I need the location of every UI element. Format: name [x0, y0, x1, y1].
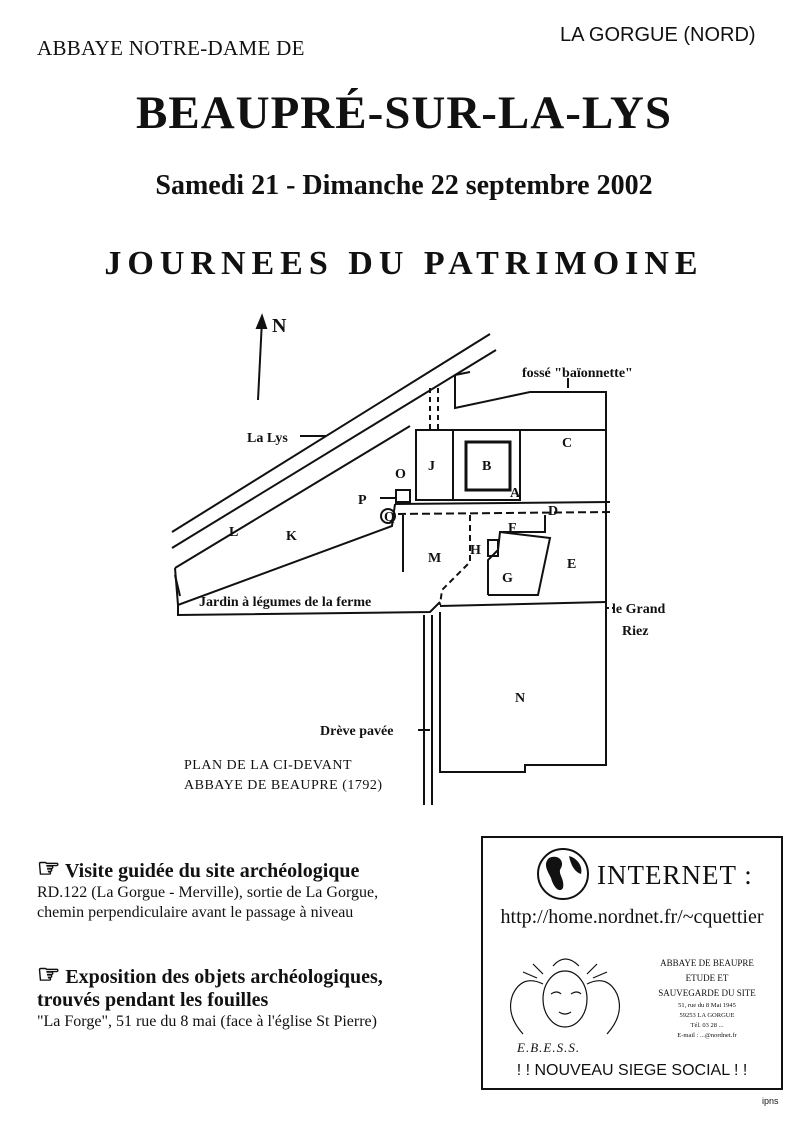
- grand-riez-label-2: Riez: [622, 624, 648, 639]
- road-d-upper: [394, 501, 611, 505]
- zone-g-outline: [488, 531, 552, 596]
- zone-b-cloister: [464, 440, 512, 492]
- river-bank-lower: [174, 425, 411, 569]
- guided-tour-title: Visite guidée du site archéologique: [64, 860, 360, 882]
- plan-caption-line-1: PLAN DE LA CI-DEVANT: [184, 758, 353, 773]
- zone-label-h: H: [470, 543, 481, 558]
- guided-tour-line-1: RD.122 (La Gorgue - Merville), sortie de…: [37, 884, 379, 901]
- zone-label-n: N: [515, 691, 525, 706]
- road-d-lower: [397, 511, 611, 515]
- zone-label-p: P: [358, 493, 367, 508]
- association-line-3: SAUVEGARDE DU SITE: [658, 988, 756, 998]
- zone-o-structure: [395, 489, 411, 503]
- zone-label-m: M: [428, 551, 441, 566]
- exhibition-title-1: Exposition des objets archéologiques,: [65, 966, 383, 988]
- zone-label-c: C: [562, 436, 572, 451]
- association-logo-drawing: [510, 958, 620, 1035]
- exhibition-section: ☞ Exposition des objets archéologiques, …: [37, 962, 457, 1032]
- page-title: BEAUPRÉ-SUR-LA-LYS: [136, 87, 672, 139]
- association-address-2: 59253 LA GORGUE: [679, 1012, 735, 1019]
- ipns-mark: ipns: [762, 1096, 779, 1106]
- dreve-label: Drève pavée: [320, 724, 393, 739]
- association-name: ABBAYE DE BEAUPRE: [660, 958, 754, 968]
- plan-caption: PLAN DE LA CI-DEVANT ABBAYE DE BEAUPRE (…: [184, 756, 383, 796]
- zone-label-o: O: [395, 467, 406, 482]
- zone-label-j: J: [428, 459, 435, 474]
- exhibition-address: "La Forge", 51 rue du 8 mai (face à l'ég…: [37, 1013, 377, 1030]
- zone-n-enclosure: [439, 508, 607, 773]
- fosse-notch: [454, 371, 471, 376]
- north-arrow-line: [257, 319, 263, 401]
- vegetable-garden-strip: [177, 601, 441, 617]
- new-headquarters-notice: ! ! NOUVEAU SIEGE SOCIAL ! !: [516, 1062, 748, 1079]
- north-label: N: [272, 315, 287, 337]
- zone-label-d: D: [548, 504, 558, 519]
- zone-h-structure: [487, 539, 499, 557]
- guided-tour-section: ☞ Visite guidée du site archéologique RD…: [37, 856, 457, 923]
- location-label: LA GORGUE (NORD): [560, 24, 756, 46]
- association-info: ABBAYE DE BEAUPRE ETUDE ET SAUVEGARDE DU…: [637, 956, 777, 1041]
- website-url[interactable]: http://home.nordnet.fr/~cquettier: [500, 906, 764, 928]
- pointing-hand-icon: ☞: [37, 854, 61, 883]
- north-arrow-head: [255, 313, 268, 329]
- event-dates: Samedi 21 - Dimanche 22 septembre 2002: [155, 170, 653, 201]
- zone-label-g: G: [502, 571, 513, 586]
- exhibition-title-2: trouvés pendant les fouilles: [37, 989, 269, 1011]
- zone-label-q: Q: [384, 510, 395, 525]
- association-line-2: ETUDE ET: [685, 973, 729, 983]
- abbey-name-line: ABBAYE NOTRE-DAME DE: [37, 36, 305, 60]
- zone-j-building: [415, 429, 454, 501]
- river-bank-inner: [171, 349, 497, 549]
- exhibition-heading: ☞ Exposition des objets archéologiques,: [37, 962, 457, 989]
- zone-b-enclosure: [453, 429, 521, 501]
- association-email: E-mail : ...@nordnet.fr: [677, 1032, 737, 1039]
- jardin-label: Jardin à légumes de la ferme: [199, 595, 371, 610]
- event-name: JOURNEES DU PATRIMOINE: [104, 245, 704, 282]
- garden-boundary: [174, 503, 396, 607]
- association-initials: E.B.E.S.S.: [517, 1040, 581, 1055]
- fosse-label: fossé "baïonnette": [522, 366, 633, 381]
- zone-label-k: K: [286, 529, 297, 544]
- guided-tour-heading: ☞ Visite guidée du site archéologique: [37, 856, 457, 883]
- zone-q-well: [380, 508, 396, 524]
- zone-label-l: L: [229, 525, 238, 540]
- zone-label-f: F: [508, 521, 517, 536]
- river-bank-outer: [171, 333, 491, 533]
- association-address-1: 51, rue du 8 Mai 1945: [678, 1002, 736, 1009]
- grand-riez-label-1: le Grand: [612, 602, 665, 617]
- abbey-plan-map: N fossé "baïonnette" La Lys Jardin à lég…: [171, 313, 665, 805]
- zone-e-lower-boundary: [439, 601, 607, 607]
- globe-icon: [537, 848, 589, 900]
- zone-m-right-dashed: [439, 515, 471, 606]
- internet-box: INTERNET : http://home.nordnet.fr/~cquet…: [481, 836, 783, 1090]
- association-phone: Tél. 03 28 ...: [690, 1022, 724, 1029]
- internet-title: INTERNET :: [597, 860, 753, 890]
- pointing-hand-icon: ☞: [37, 960, 61, 989]
- zone-label-b: B: [482, 459, 491, 474]
- lalys-label: La Lys: [247, 431, 288, 446]
- garden-edge: [174, 574, 181, 597]
- zone-label-e: E: [567, 557, 576, 572]
- zone-label-a: A: [510, 486, 521, 501]
- guided-tour-line-2: chemin perpendiculaire avant le passage …: [37, 904, 354, 921]
- plan-caption-line-2: ABBAYE DE BEAUPRE (1792): [184, 778, 383, 793]
